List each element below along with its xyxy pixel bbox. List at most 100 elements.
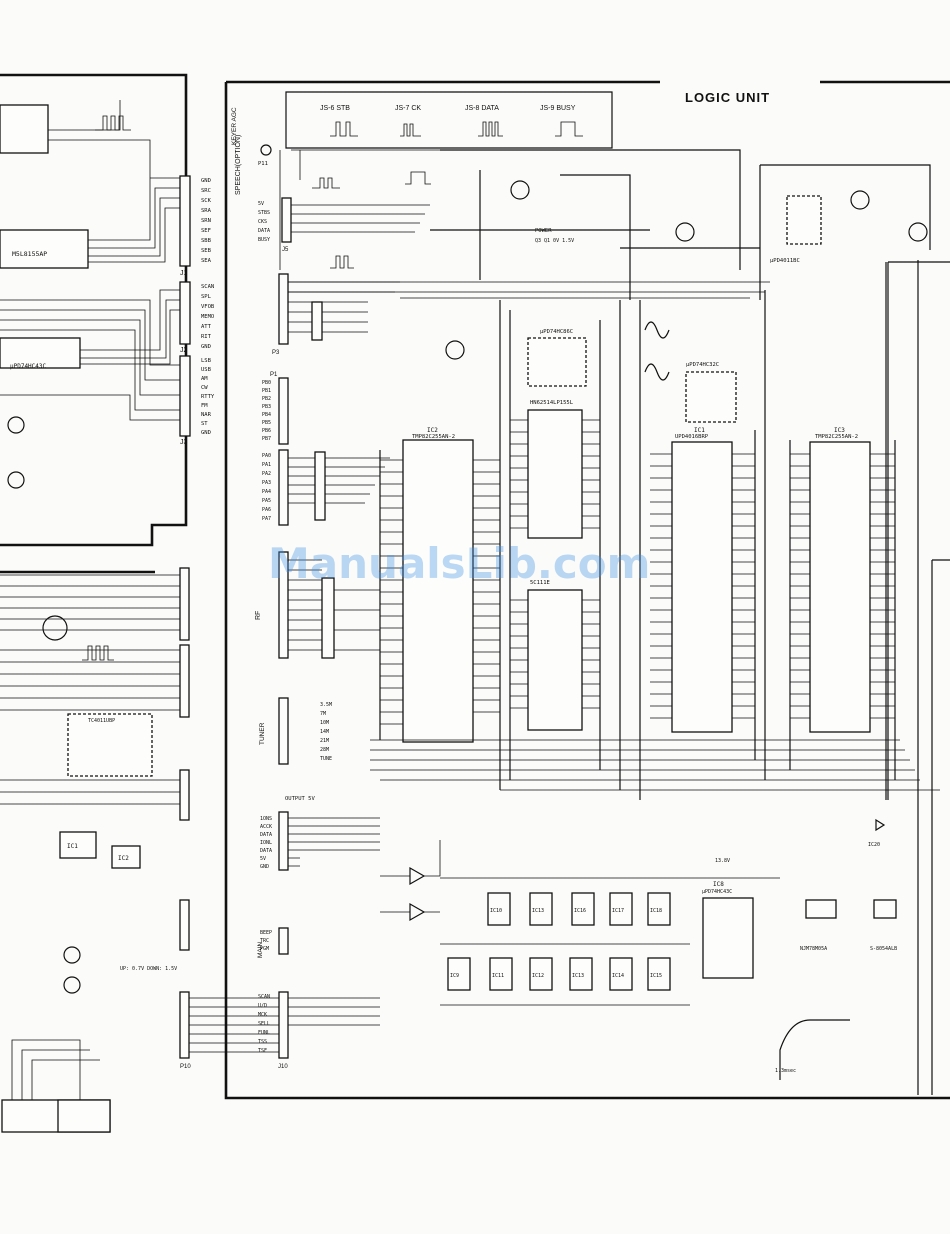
amp-wires [380,840,441,913]
transistor-q4 [675,222,695,242]
output-label: OUTPUT 5V [285,796,315,802]
ic2-pin-stubs [380,459,500,725]
ic20-gates [786,195,822,245]
tuner-label: TUNER [259,722,266,745]
transistor-q6 [63,946,81,964]
connector-p1-mid: P1 [270,372,289,445]
pin-label: PB1 [262,388,271,394]
ic-label: IC8 [713,881,724,888]
jack-icon [260,144,272,156]
ic3-pin-stubs [790,453,895,719]
ic-label: M5L8155AP [12,250,47,258]
pin-label: BEEP [260,930,272,936]
pin-label: TRC [260,938,269,944]
connector-label: J3 [180,439,188,446]
transistors-upper [445,180,928,360]
j2-pin-labels: SCAN SPL VFOB MEMO ATT RIT GND [201,284,215,350]
pin-label: RTTY [201,394,215,400]
ic-row-1-labels: IC10 IC13 IC16 IC17 IC18 [490,908,662,914]
pin-label: SEA [201,258,212,264]
left-relay-block [0,104,49,154]
pin-label: PB0 [262,380,271,386]
pin-label: PA3 [262,480,271,486]
pin-label: SCAN [201,284,214,290]
transistor-q6-right [908,222,928,242]
pin-label: GND [201,344,211,350]
pin-label: SCAN [258,994,270,1000]
ic-label: IC11 [492,973,504,979]
pin-label: ST [201,421,208,427]
pin-label: 14M [320,729,329,735]
connector-label: J1 [180,270,188,277]
ic-label: IC17 [612,908,624,914]
j3-pin-labels: LSB USB AM CW RTTY FM NAR ST GND [201,358,215,436]
lower-left-wires [0,574,180,805]
ic-label: S-8054ALB [870,946,897,952]
left-bus-wires [48,100,180,365]
ic-label: µPD74HC32C [686,362,719,368]
pin-label: GND [260,864,269,870]
pin-label: 1ONS [260,816,272,822]
ic-label: UPD4016BRP [675,434,709,440]
speech-option-label: SPEECH(OPTION) [235,135,242,195]
vertical-buses [379,260,950,1095]
ic19-gates [527,337,587,387]
voltage-note: UP: 0.7V DOWN: 1.5V [120,966,177,972]
pin-label: NAR [201,412,212,418]
ic21-detector [873,899,897,919]
transistor-q1-left [7,416,25,489]
connector-p1-lower [179,567,190,951]
main-wires [189,997,380,1053]
pin-label: 5V [258,201,264,207]
ic2-left-gates [67,713,153,777]
horizontal-buses [288,281,940,791]
pin-label: SEF [201,228,211,234]
right-edge-wires [887,262,950,1095]
p5-wires [288,457,390,504]
p5-pin-labels: PA0 PA1 PA2 PA3 PA4 PA5 PA6 PA7 [262,453,271,522]
ic-label: IC3 [834,427,845,434]
amplifier-q9 [409,866,426,922]
ic2-lower [111,845,141,869]
ic-label: TMP82C255AN-2 [412,434,455,440]
pin-label: SPL [201,294,212,300]
pin-label: DATA [260,848,272,854]
memory-pin-stubs [510,419,600,709]
pin-label: PB3 [262,404,271,410]
pin-label: TSF [258,1048,267,1054]
pin-label: 7M [320,711,326,717]
pin-label: 3.5M [320,702,332,708]
sine-waveforms [644,321,670,381]
pin-label: SRC [201,188,211,194]
pin-label: VFOB [201,304,215,310]
p3-wires [288,281,400,333]
cpu-pin-stubs [650,453,755,719]
upper-wires [430,149,760,300]
pin-label: AM [201,376,208,382]
pin-label: SELL [258,1021,270,1027]
waveform-label: JS-7 CK [395,105,421,112]
resistor-array-rf [321,577,335,659]
power-wires [288,817,380,867]
pin-label: 10M [320,720,329,726]
ic-label: IC14 [612,973,624,979]
ic-label: µPD4011BC [770,258,800,264]
main-label: MAIN [257,941,264,958]
connector-j6: TUNER [259,697,289,765]
pin-label: PB5 [262,420,271,426]
pin-label: SRN [201,218,211,224]
logic-unit-frame [224,82,950,1100]
waveform-label: JS-9 BUSY [540,105,576,112]
pin-label: MCK [258,1012,267,1018]
pin-label: PGM [260,946,269,952]
connector-j11 [278,811,289,871]
power-label: POWER [535,228,552,234]
ic3-main [809,441,871,733]
connector-j2: J2 [179,281,191,354]
pin-label: PA0 [262,453,271,459]
resistor-array-r99 [314,451,326,521]
left-waveform [95,115,131,131]
ic-label: IC1 [694,427,705,434]
pin-label: PB2 [262,396,271,402]
